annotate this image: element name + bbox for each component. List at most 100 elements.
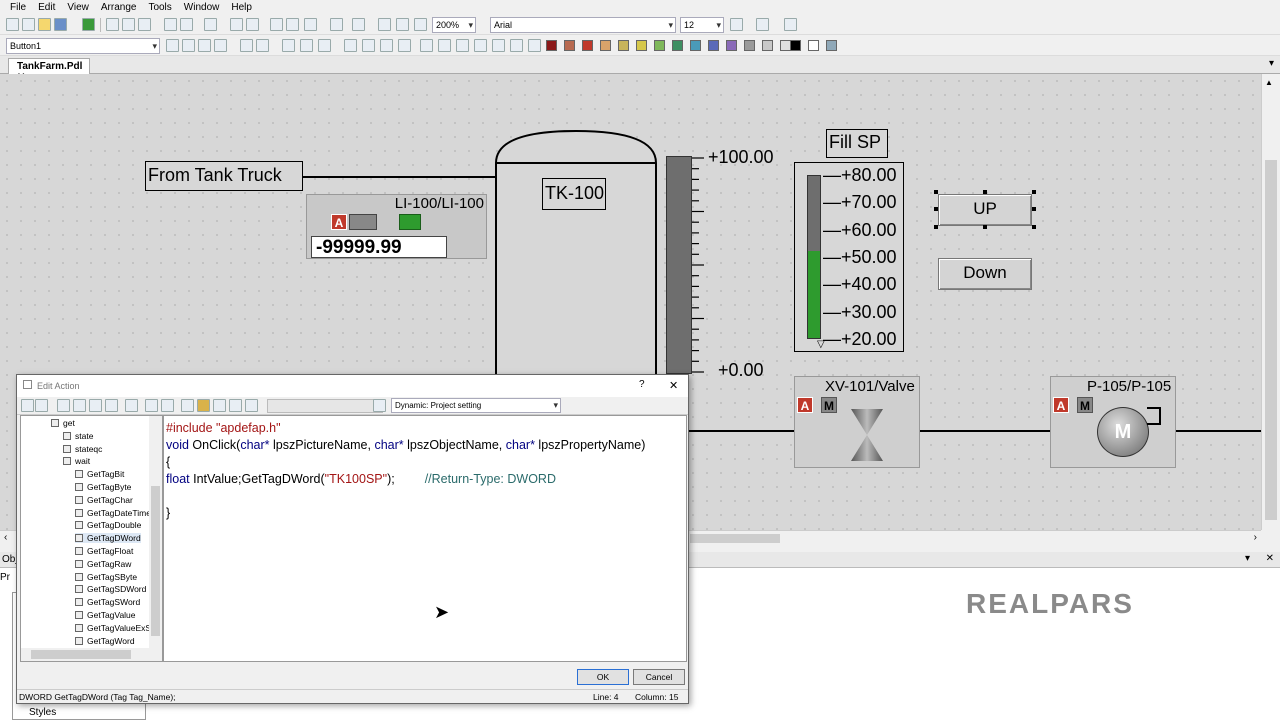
redo-icon[interactable] bbox=[180, 18, 193, 31]
new-icon[interactable] bbox=[6, 18, 19, 31]
tree-item[interactable]: GetTagWord bbox=[75, 636, 135, 646]
layer-icon[interactable] bbox=[270, 18, 283, 31]
layer2-icon[interactable] bbox=[286, 18, 299, 31]
undo-icon[interactable] bbox=[164, 18, 177, 31]
tree-item[interactable]: stateqc bbox=[63, 444, 102, 454]
menu-file[interactable]: File bbox=[10, 1, 27, 13]
palette-red[interactable] bbox=[582, 40, 593, 51]
tree-item[interactable]: GetTagDouble bbox=[75, 520, 141, 530]
function-tree[interactable]: GetTagWord GetTagValueExStr GetTagValue Get… bbox=[20, 415, 163, 662]
palette-teal[interactable] bbox=[672, 40, 683, 51]
menu-view[interactable]: View bbox=[67, 1, 89, 13]
font-select[interactable]: Arial bbox=[490, 17, 676, 33]
tree-styles[interactable]: Styles bbox=[29, 707, 57, 718]
open-folder-icon[interactable] bbox=[38, 18, 51, 31]
drawing-canvas[interactable]: From Tank Truck TK-100 LI-100/LI-100 A -… bbox=[0, 74, 1261, 530]
menu-arrange[interactable]: Arrange bbox=[100, 1, 137, 13]
space4-icon[interactable] bbox=[474, 39, 487, 52]
palette-black[interactable] bbox=[790, 40, 801, 51]
size2-icon[interactable] bbox=[510, 39, 523, 52]
palette-blue[interactable] bbox=[708, 40, 719, 51]
space3-icon[interactable] bbox=[456, 39, 469, 52]
size-icon[interactable] bbox=[492, 39, 505, 52]
function-icon[interactable] bbox=[197, 399, 210, 412]
menu-tools[interactable]: Tools bbox=[148, 1, 172, 13]
distribute4-icon[interactable] bbox=[398, 39, 411, 52]
paste-icon[interactable] bbox=[89, 399, 102, 412]
align-center-icon[interactable] bbox=[182, 39, 195, 52]
tab-dropdown-icon[interactable]: ▾ bbox=[1268, 58, 1274, 69]
dialog-close-button[interactable]: ✕ bbox=[669, 380, 679, 392]
align-right-icon[interactable] bbox=[198, 39, 211, 52]
tree-item[interactable]: state bbox=[63, 431, 93, 441]
panel-pin-icon[interactable]: ▾ bbox=[1244, 553, 1250, 564]
tree-hscrollbar[interactable] bbox=[21, 648, 149, 661]
paste-icon[interactable] bbox=[138, 18, 151, 31]
distribute2-icon[interactable] bbox=[362, 39, 375, 52]
valve-icon[interactable] bbox=[847, 407, 887, 463]
snap-icon[interactable] bbox=[246, 18, 259, 31]
trigger-field[interactable] bbox=[267, 399, 383, 413]
dynamic-select[interactable]: Dynamic: Project setting bbox=[391, 398, 561, 413]
tag-browse-icon[interactable] bbox=[181, 399, 194, 412]
panel-tab[interactable]: Pr bbox=[0, 572, 10, 583]
menu-window[interactable]: Window bbox=[183, 1, 220, 13]
print-icon[interactable] bbox=[204, 18, 217, 31]
tree-scrollbar[interactable] bbox=[149, 416, 162, 661]
line-color-icon[interactable] bbox=[730, 18, 743, 31]
tree-item[interactable]: GetTagDateTime bbox=[75, 508, 151, 518]
import-icon[interactable] bbox=[35, 399, 48, 412]
indent-icon[interactable] bbox=[229, 399, 242, 412]
palette-olive[interactable] bbox=[618, 40, 629, 51]
palette-more[interactable] bbox=[826, 40, 837, 51]
menu-edit[interactable]: Edit bbox=[38, 1, 56, 13]
outdent-icon[interactable] bbox=[245, 399, 258, 412]
font-color-icon[interactable] bbox=[784, 18, 797, 31]
tree-item[interactable]: GetTagRaw bbox=[75, 559, 131, 569]
library-icon[interactable] bbox=[304, 18, 317, 31]
tree-item[interactable]: GetTagByte bbox=[75, 482, 131, 492]
dialog-help-button[interactable]: ? bbox=[639, 379, 645, 390]
zoom-in-icon[interactable] bbox=[378, 18, 391, 31]
alarm-a-badge[interactable]: A bbox=[331, 214, 347, 230]
tab-tankfarm[interactable]: TankFarm.Pdl ✕ bbox=[8, 58, 90, 83]
cut-icon[interactable] bbox=[57, 399, 70, 412]
run-icon[interactable] bbox=[82, 18, 95, 31]
rotate-icon[interactable] bbox=[256, 39, 269, 52]
level-faceplate[interactable]: LI-100/LI-100 A -99999.99 bbox=[306, 194, 487, 259]
tree-item[interactable]: GetTagValue bbox=[75, 610, 136, 620]
object-select[interactable]: Button1 bbox=[6, 38, 160, 54]
copy-icon[interactable] bbox=[122, 18, 135, 31]
copy-icon[interactable] bbox=[73, 399, 86, 412]
trigger-icon[interactable] bbox=[373, 399, 386, 412]
tree-item[interactable]: GetTagFloat bbox=[75, 546, 133, 556]
distribute-icon[interactable] bbox=[344, 39, 357, 52]
tree-item[interactable]: GetTagBit bbox=[75, 469, 124, 479]
tree-item[interactable]: GetTagSByte bbox=[75, 572, 137, 582]
ok-button[interactable]: OK bbox=[577, 669, 629, 685]
vscroll-thumb[interactable] bbox=[1265, 160, 1277, 520]
space-icon[interactable] bbox=[420, 39, 433, 52]
panel-close-icon[interactable]: ✕ bbox=[1265, 553, 1274, 564]
align-top-icon[interactable] bbox=[214, 39, 227, 52]
palette-tan[interactable] bbox=[600, 40, 611, 51]
down-button[interactable]: Down bbox=[938, 258, 1032, 290]
grid-icon[interactable] bbox=[230, 18, 243, 31]
distribute3-icon[interactable] bbox=[380, 39, 393, 52]
palette-green[interactable] bbox=[654, 40, 665, 51]
palette-dark-red[interactable] bbox=[546, 40, 557, 51]
valve-auto-badge[interactable]: A bbox=[797, 397, 813, 413]
tree-item[interactable]: GetTagSDWord bbox=[75, 584, 146, 594]
redo-icon[interactable] bbox=[161, 399, 174, 412]
up-button[interactable]: UP bbox=[938, 194, 1032, 226]
tree-item[interactable]: wait bbox=[63, 456, 90, 466]
delete-icon[interactable] bbox=[125, 399, 138, 412]
tree-item[interactable]: GetTagValueExStr bbox=[75, 623, 156, 633]
menu-help[interactable]: Help bbox=[231, 1, 252, 13]
pump-manual-badge[interactable]: M bbox=[1077, 397, 1093, 413]
new-picture-icon[interactable] bbox=[22, 18, 35, 31]
cancel-button[interactable]: Cancel bbox=[633, 669, 685, 685]
mirror-icon[interactable] bbox=[282, 39, 295, 52]
palette-purple[interactable] bbox=[726, 40, 737, 51]
hscroll-thumb[interactable] bbox=[690, 534, 780, 543]
